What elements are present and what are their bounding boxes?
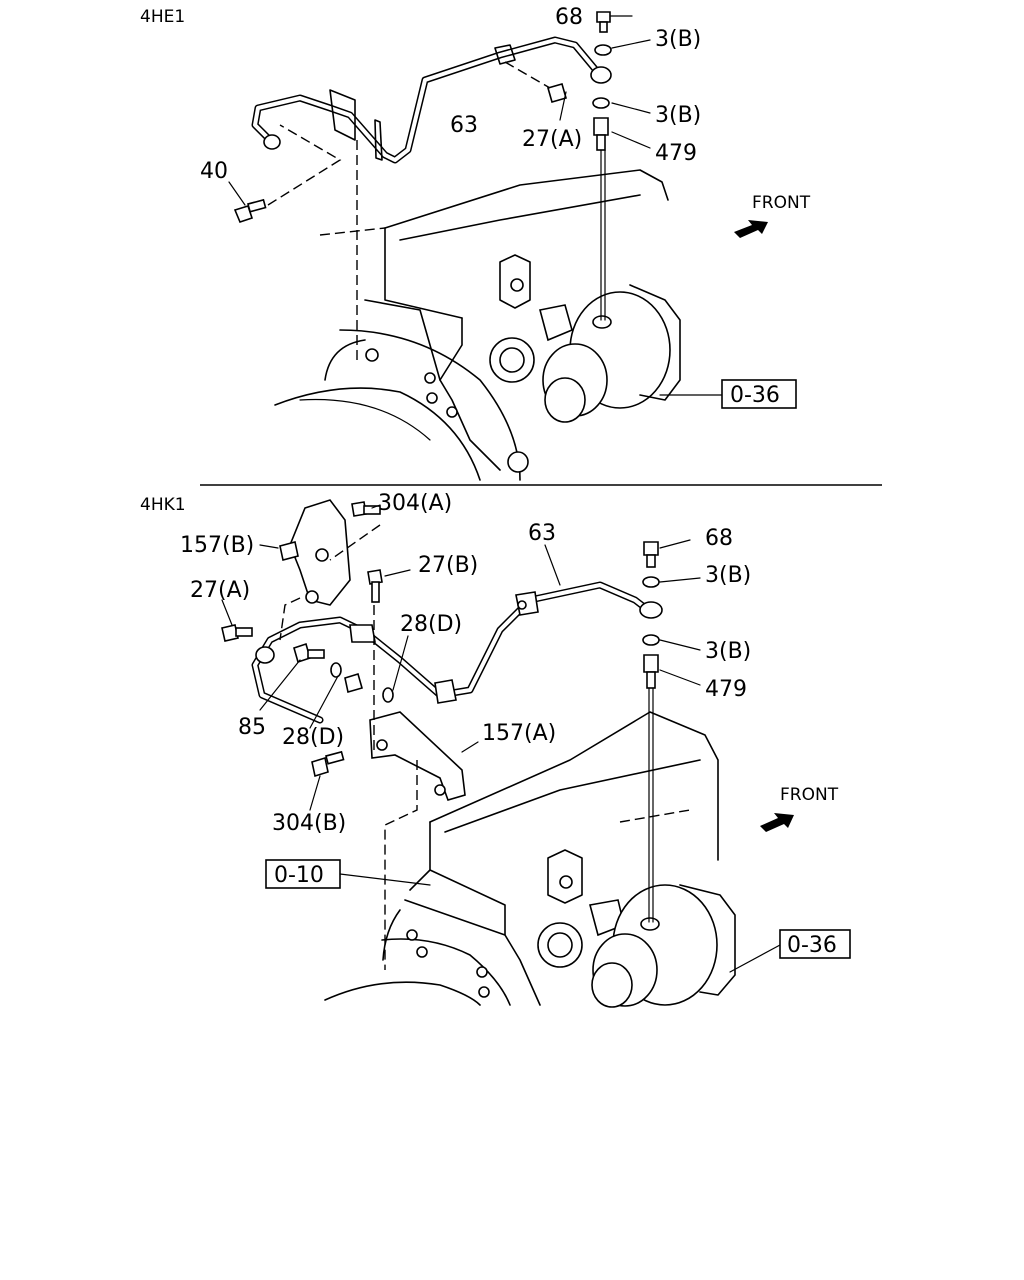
oil-port-icon bbox=[640, 917, 660, 931]
washer-icon bbox=[642, 634, 660, 646]
ref-box-036-bottom[interactable]: 0-36 bbox=[729, 929, 851, 973]
ref-036-label: 0-36 bbox=[787, 933, 837, 958]
washer-28d-icon bbox=[330, 662, 342, 678]
label-27a: 27(A) bbox=[522, 127, 582, 152]
washer-28d-icon bbox=[382, 687, 394, 703]
oil-pipe-63-top bbox=[251, 36, 604, 164]
turbocharger-bottom bbox=[537, 884, 736, 1008]
label-479: 479 bbox=[705, 677, 747, 702]
bracket-157b bbox=[279, 499, 351, 606]
label-3b: 3(B) bbox=[705, 563, 751, 588]
engine-outline-top bbox=[274, 169, 669, 481]
union-adapter-icon bbox=[643, 654, 659, 673]
section-4he1: 4HE1 bbox=[140, 5, 811, 481]
bolt-hole-icon bbox=[406, 929, 418, 941]
label-157a: 157(A) bbox=[482, 721, 556, 746]
hardware-stack-top bbox=[590, 11, 651, 321]
front-arrow-icon bbox=[734, 220, 768, 238]
bolt-68-icon bbox=[643, 541, 659, 556]
turbocharger-top bbox=[489, 284, 681, 423]
hardware-stack-bottom bbox=[639, 539, 701, 923]
bolt-hole-icon bbox=[478, 986, 490, 998]
label-27b: 27(B) bbox=[418, 553, 478, 578]
bracket-157a bbox=[369, 711, 479, 801]
label-40: 40 bbox=[200, 159, 228, 184]
bolt-hole-icon bbox=[416, 946, 428, 958]
bolt-304a bbox=[329, 501, 381, 561]
ref-036-label: 0-36 bbox=[730, 383, 780, 408]
fittings-bottom bbox=[221, 569, 394, 750]
front-arrow-icon bbox=[760, 813, 794, 832]
label-68: 68 bbox=[705, 526, 733, 551]
bolt-27a-icon bbox=[221, 624, 239, 642]
bolt-hole-icon bbox=[426, 392, 438, 404]
label-157b: 157(B) bbox=[180, 533, 254, 558]
front-indicator-bottom: FRONT bbox=[760, 785, 839, 832]
front-indicator-top: FRONT bbox=[734, 193, 811, 238]
guide-line bbox=[384, 760, 418, 970]
bolt-hole-icon bbox=[424, 372, 436, 384]
label-3b: 3(B) bbox=[705, 639, 751, 664]
bolt-hole-icon bbox=[446, 406, 458, 418]
label-27a: 27(A) bbox=[190, 578, 250, 603]
bolt-icon bbox=[279, 541, 299, 561]
model-label-4hk1: 4HK1 bbox=[140, 495, 186, 515]
bolt-27a-top bbox=[504, 61, 567, 121]
ref-box-010[interactable]: 0-10 bbox=[265, 859, 431, 889]
washer-icon bbox=[592, 97, 610, 109]
oil-pipe-63-bottom bbox=[251, 581, 652, 724]
ref-010-label: 0-10 bbox=[274, 863, 324, 888]
label-63: 63 bbox=[528, 521, 556, 546]
bolt-icon bbox=[311, 756, 329, 778]
bolt-27b-icon bbox=[367, 569, 383, 585]
bolt-hole-icon bbox=[507, 451, 529, 473]
section-4hk1: 4HK1 bbox=[140, 491, 851, 1008]
label-3b: 3(B) bbox=[655, 103, 701, 128]
label-85: 85 bbox=[238, 715, 266, 740]
model-label-4he1: 4HE1 bbox=[140, 7, 185, 27]
ref-box-036-top[interactable]: 0-36 bbox=[659, 379, 797, 409]
bolt-icon bbox=[547, 83, 567, 103]
label-304a: 304(A) bbox=[378, 491, 452, 516]
label-479: 479 bbox=[655, 141, 697, 166]
label-68: 68 bbox=[555, 5, 583, 30]
front-label: FRONT bbox=[780, 785, 839, 805]
washer-icon bbox=[642, 576, 660, 588]
front-label: FRONT bbox=[752, 193, 811, 213]
oil-port-icon bbox=[592, 315, 612, 329]
label-304b: 304(B) bbox=[272, 811, 346, 836]
bolt-40-top bbox=[228, 124, 342, 223]
bolt-hole-icon bbox=[365, 348, 379, 362]
bolt-hole-icon bbox=[476, 966, 488, 978]
label-3b: 3(B) bbox=[655, 27, 701, 52]
bolt-68-icon bbox=[596, 11, 611, 23]
washer-icon bbox=[594, 44, 612, 56]
label-28d: 28(D) bbox=[400, 612, 462, 637]
union-adapter-icon bbox=[593, 117, 609, 136]
bolt-304b bbox=[309, 750, 345, 811]
label-28d: 28(D) bbox=[282, 725, 344, 750]
bolt-icon bbox=[233, 205, 254, 223]
label-63: 63 bbox=[450, 113, 478, 138]
